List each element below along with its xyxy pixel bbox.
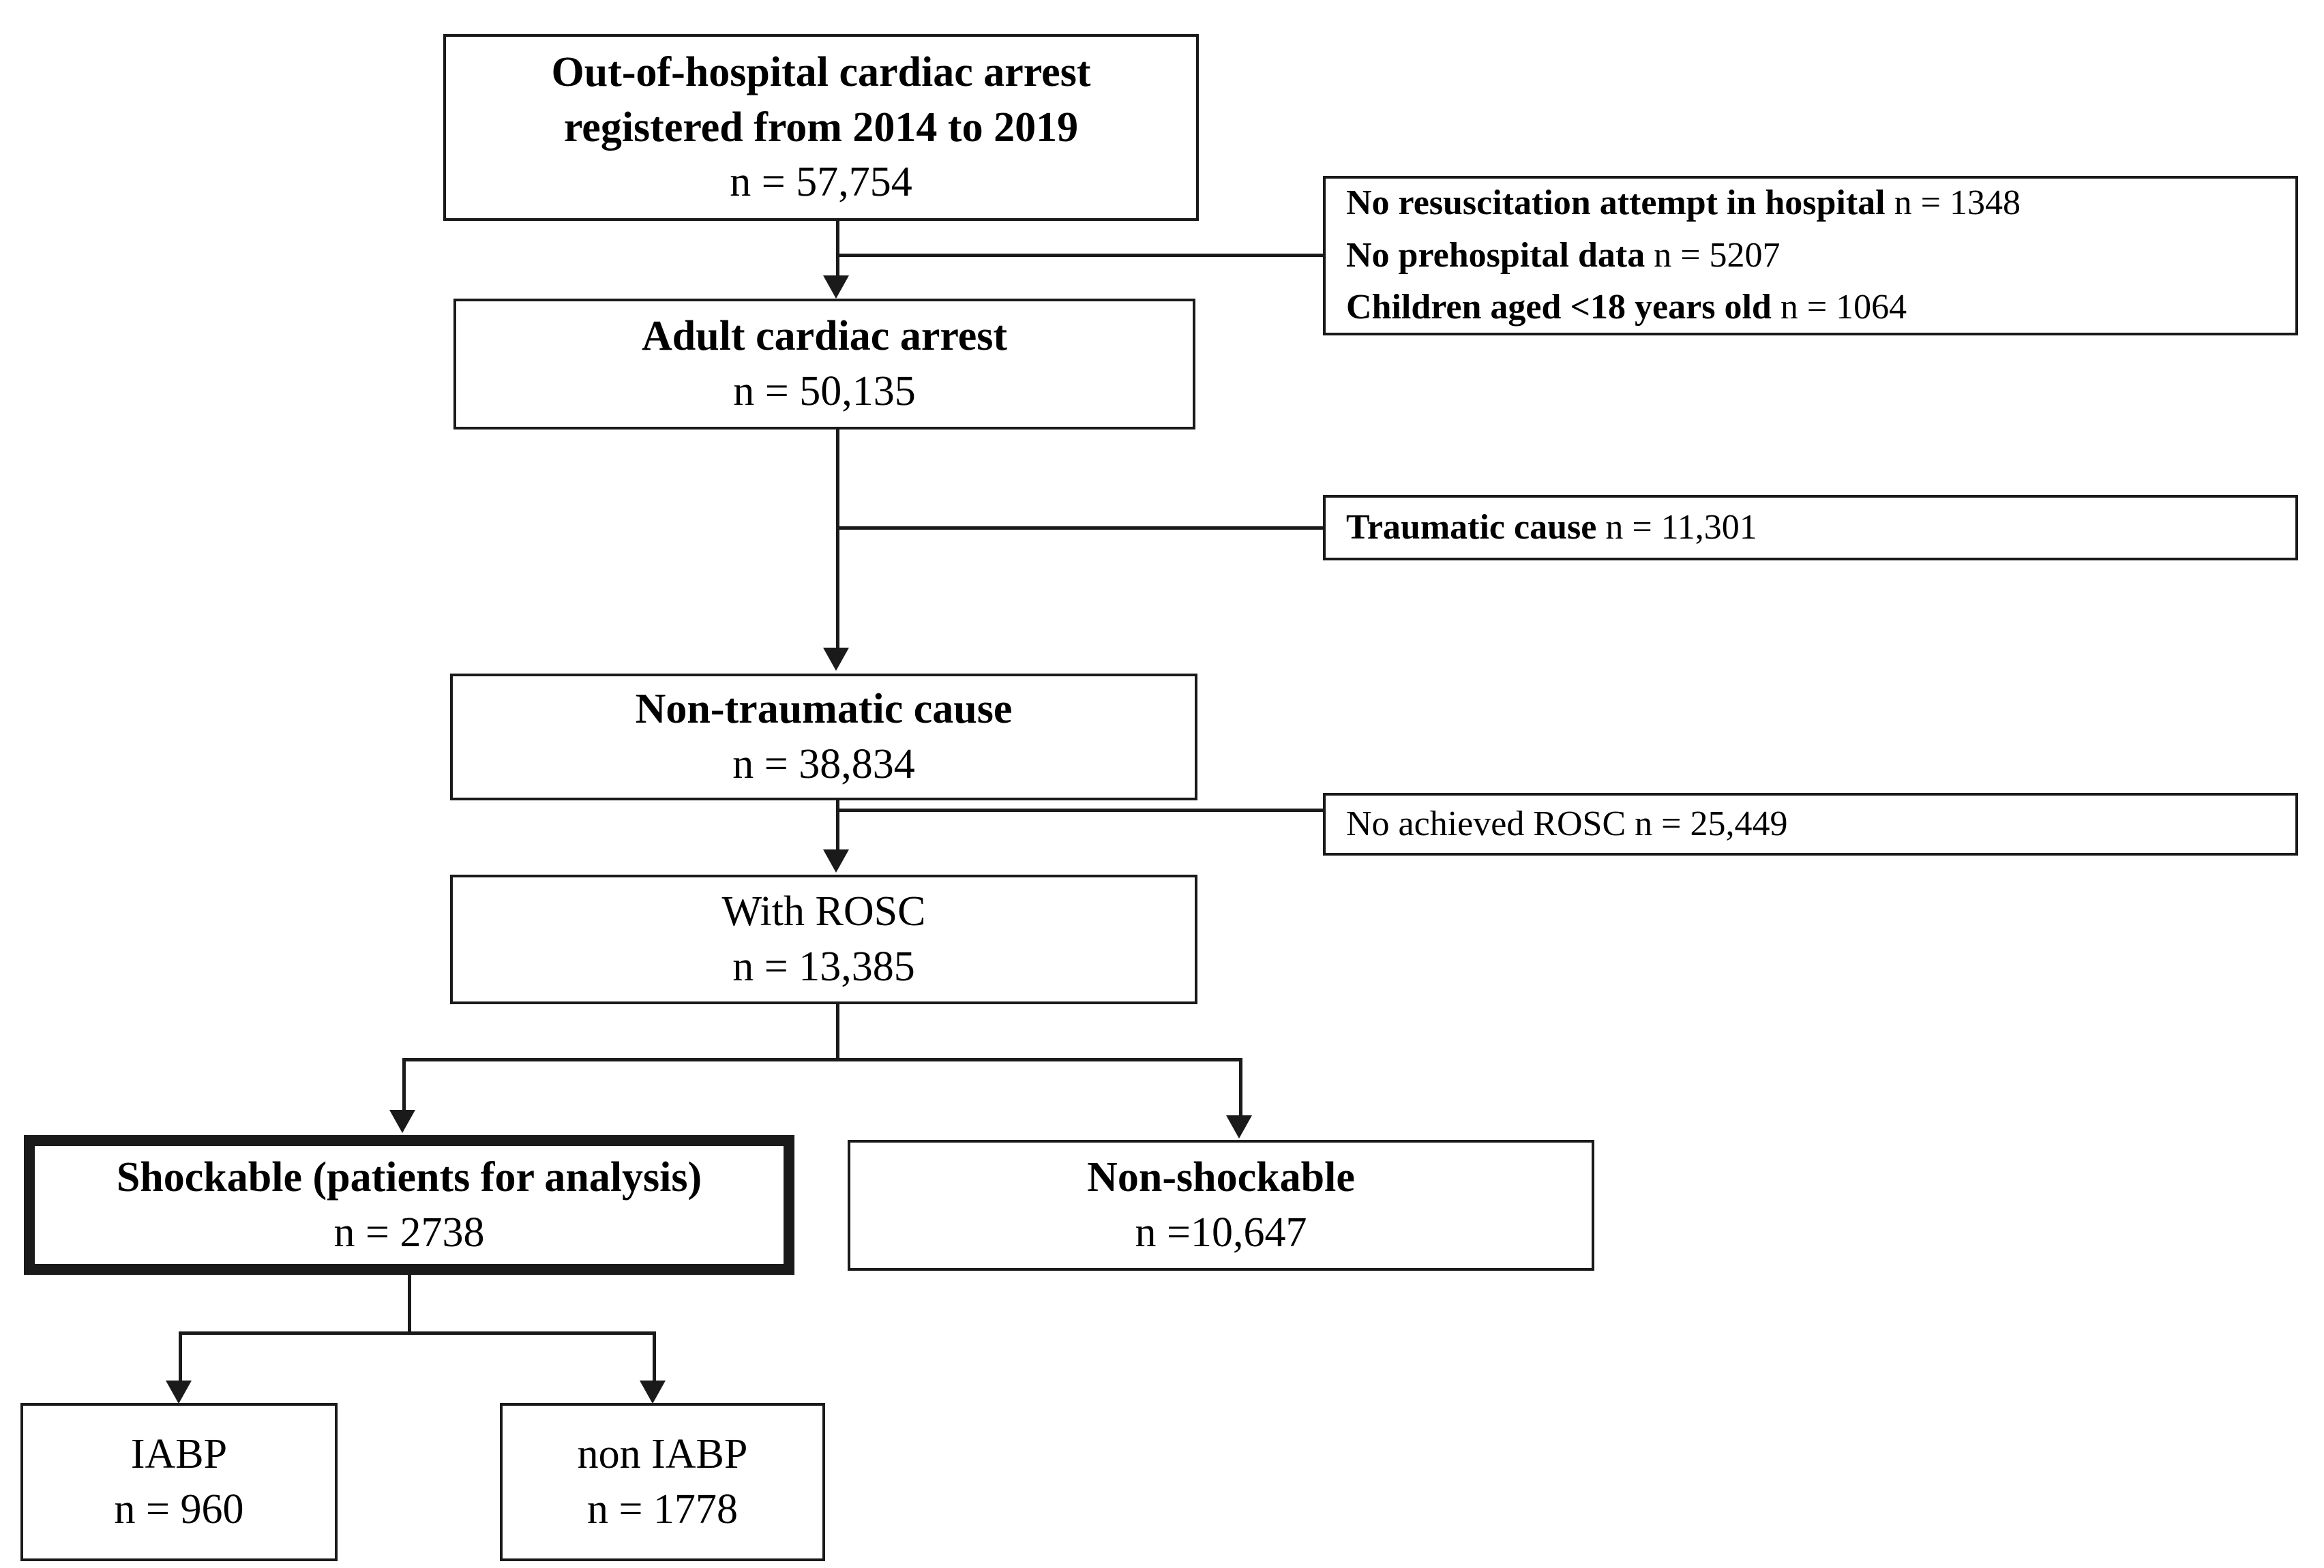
connector-shockable-split-bar (179, 1331, 656, 1335)
connector-to-exclusion-trauma (836, 526, 1525, 530)
exclusion-norosc-label: No achieved ROSC (1346, 804, 1635, 843)
node-non-iabp-title: non IABP (577, 1431, 748, 1478)
arrowhead-adult-to-nontraumatic (823, 648, 849, 671)
connector-shockable-to-iabp (179, 1331, 182, 1381)
connector-nontraumatic-to-withrosc (836, 800, 839, 849)
connector-to-exclusion-norosc (836, 809, 1525, 812)
exclusion-first-line2: No prehospital data n = 5207 (1346, 230, 1781, 282)
connector-registry-to-adult (836, 221, 839, 275)
node-total-registry: Out-of-hospital cardiac arrest registere… (443, 34, 1199, 221)
node-non-traumatic-count: n = 38,834 (732, 741, 915, 787)
connector-withrosc-to-nonshockable (1239, 1058, 1242, 1115)
connector-shockable-to-non-iabp (653, 1331, 656, 1381)
connector-to-exclusion-first (836, 254, 1525, 257)
exclusion-box-trauma: Traumatic cause n = 11,301 (1323, 495, 2298, 560)
node-iabp: IABP n = 960 (20, 1403, 338, 1561)
node-with-rosc-title: With ROSC (721, 888, 926, 935)
node-adult-title: Adult cardiac arrest (641, 313, 1008, 360)
node-non-iabp: non IABP n = 1778 (500, 1403, 825, 1561)
exclusion-trauma-label: Traumatic cause (1346, 507, 1597, 547)
exclusion-first-line2-count: n = 5207 (1654, 235, 1781, 275)
connector-shockable-stub (408, 1275, 411, 1335)
exclusion-norosc-line: No achieved ROSC n = 25,449 (1346, 798, 1788, 851)
node-non-shockable-title: Non-shockable (1087, 1154, 1355, 1201)
node-total-registry-count: n = 57,754 (730, 159, 912, 206)
connector-withrosc-to-shockable (402, 1058, 406, 1110)
node-with-rosc: With ROSC n = 13,385 (450, 875, 1197, 1004)
node-iabp-title: IABP (130, 1431, 228, 1478)
exclusion-first-line1: No resuscitation attempt in hospital n =… (1346, 177, 2021, 230)
exclusion-first-line3-label: Children aged <18 years old (1346, 288, 1772, 327)
node-with-rosc-count: n = 13,385 (732, 944, 915, 990)
node-iabp-count: n = 960 (114, 1486, 244, 1533)
connector-adult-to-nontraumatic (836, 429, 839, 648)
exclusion-trauma-line: Traumatic cause n = 11,301 (1346, 502, 1757, 554)
connector-withrosc-stub (836, 1004, 839, 1060)
node-total-registry-title-line2: registered from 2014 to 2019 (563, 104, 1079, 151)
arrowhead-withrosc-to-shockable (389, 1110, 415, 1133)
node-total-registry-title-line1: Out-of-hospital cardiac arrest (551, 49, 1091, 96)
node-non-shockable-count: n =10,647 (1135, 1209, 1307, 1256)
arrowhead-shockable-to-iabp (166, 1381, 192, 1404)
node-shockable-title: Shockable (patients for analysis) (116, 1154, 702, 1201)
exclusion-first-line2-label: No prehospital data (1346, 235, 1645, 275)
exclusion-first-line3: Children aged <18 years old n = 1064 (1346, 282, 1907, 334)
exclusion-trauma-count: n = 11,301 (1605, 507, 1757, 547)
arrowhead-registry-to-adult (823, 275, 849, 299)
exclusion-box-first: No resuscitation attempt in hospital n =… (1323, 176, 2298, 335)
exclusion-first-line1-label: No resuscitation attempt in hospital (1346, 183, 1886, 222)
exclusion-first-line3-count: n = 1064 (1780, 288, 1907, 327)
node-adult-cardiac-arrest: Adult cardiac arrest n = 50,135 (453, 299, 1195, 429)
exclusion-norosc-count: n = 25,449 (1635, 804, 1788, 843)
node-non-shockable: Non-shockable n =10,647 (848, 1140, 1594, 1271)
node-non-traumatic-title: Non-traumatic cause (635, 686, 1013, 733)
arrowhead-nontraumatic-to-withrosc (823, 849, 849, 873)
node-shockable: Shockable (patients for analysis) n = 27… (24, 1135, 794, 1275)
arrowhead-shockable-to-non-iabp (640, 1381, 666, 1404)
node-adult-count: n = 50,135 (733, 368, 916, 414)
node-shockable-count: n = 2738 (333, 1209, 485, 1256)
node-non-iabp-count: n = 1778 (587, 1486, 738, 1533)
exclusion-box-no-rosc: No achieved ROSC n = 25,449 (1323, 793, 2298, 856)
exclusion-first-line1-count: n = 1348 (1894, 183, 2021, 222)
connector-withrosc-split-bar (402, 1058, 1242, 1061)
node-non-traumatic-cause: Non-traumatic cause n = 38,834 (450, 674, 1197, 800)
arrowhead-withrosc-to-nonshockable (1226, 1115, 1252, 1139)
